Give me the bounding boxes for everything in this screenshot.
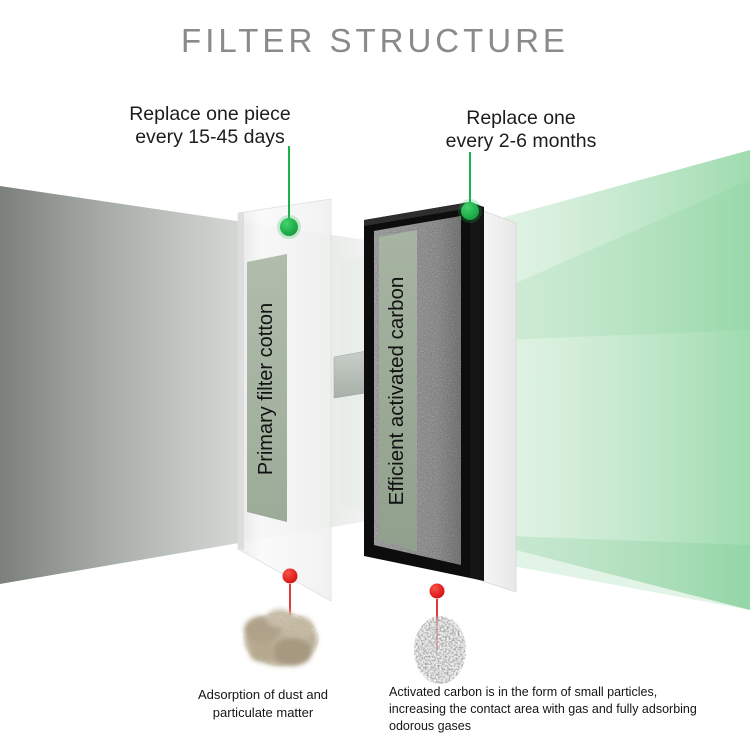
replace-note-right: Replace one every 2-6 months: [410, 107, 632, 153]
dust-cloud: [243, 609, 319, 666]
green-dot-icon: [461, 202, 479, 220]
airflow-clean-beam-bottom: [480, 535, 750, 610]
primary-panel-left-edge: [238, 212, 244, 550]
page-title: FILTER STRUCTURE: [181, 22, 569, 59]
primary-filter-label: Primary filter cotton: [254, 302, 277, 476]
replace-note-left-line1: Replace one piece: [129, 103, 291, 125]
red-dot-icon: [282, 568, 298, 584]
carbon-cloud: [414, 616, 466, 684]
replace-note-right-line2: every 2-6 months: [445, 129, 597, 152]
right-green-marker: [458, 152, 482, 223]
primary-panel-strip: [247, 254, 287, 522]
carbon-caption: Activated carbon is in the form of small…: [389, 685, 697, 733]
red-dot-icon: [429, 583, 445, 599]
carbon-box-top-highlight: [364, 202, 470, 226]
carbon-filter-panel: [364, 202, 517, 593]
green-dot-icon: [280, 218, 298, 236]
replace-note-right-line1: Replace one: [466, 107, 576, 129]
dust-caption: Adsorption of dust and particulate matte…: [197, 687, 329, 720]
replace-note-left: Replace one piece every 15-45 days: [95, 103, 325, 149]
left-green-marker: [277, 146, 301, 239]
carbon-filter-label: Efficient activated carbon: [385, 276, 408, 506]
airflow-clean-beam-top: [500, 180, 750, 340]
primary-filter-panel: [237, 198, 332, 602]
carbon-panel-strip: [379, 230, 417, 552]
replace-note-left-line2: every 15-45 days: [135, 125, 285, 148]
carbon-box-side: [470, 202, 484, 581]
